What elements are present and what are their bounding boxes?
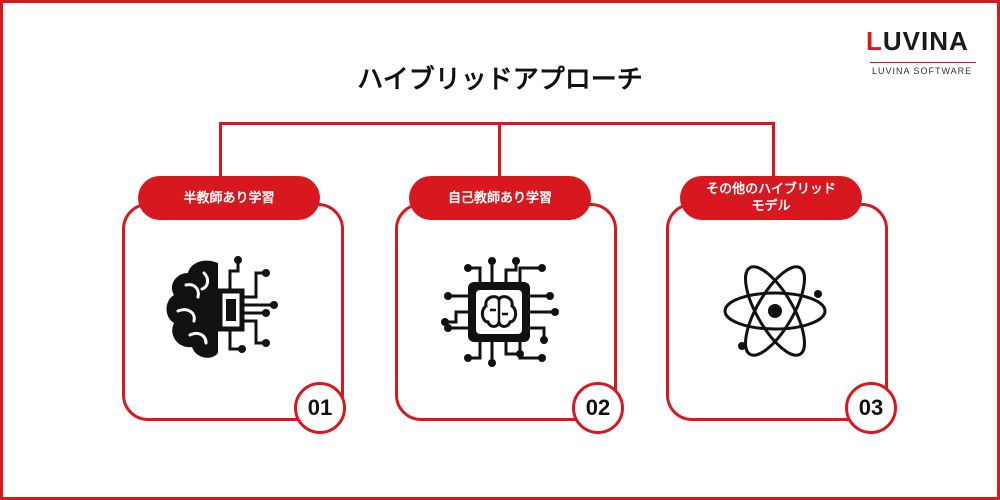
page-title: ハイブリッドアプローチ (357, 65, 643, 95)
card-number-02: 02 (572, 382, 624, 434)
card-number-03: 03 (845, 382, 897, 434)
atom-icon (723, 265, 827, 357)
card-label-other-hybrid: その他のハイブリッドモデル (680, 176, 862, 220)
connector-left (219, 122, 222, 178)
connector-center (498, 122, 501, 178)
ai-processor-icon (441, 257, 559, 367)
logo-subtitle: LUVINA SOFTWARE (872, 66, 973, 76)
card-number-01: 01 (294, 382, 346, 434)
luvina-logo: LUVINA LUVINA SOFTWARE (866, 26, 978, 78)
card-label-self-supervised: 自己教師あり学習 (409, 176, 591, 220)
logo-wordmark: LUVINA (866, 26, 969, 56)
brain-chip-icon (166, 256, 278, 358)
connector-horizontal (219, 122, 775, 125)
card-label-semi-supervised: 半教師あり学習 (138, 176, 320, 220)
connector-right (772, 122, 775, 178)
logo-divider (870, 62, 976, 63)
